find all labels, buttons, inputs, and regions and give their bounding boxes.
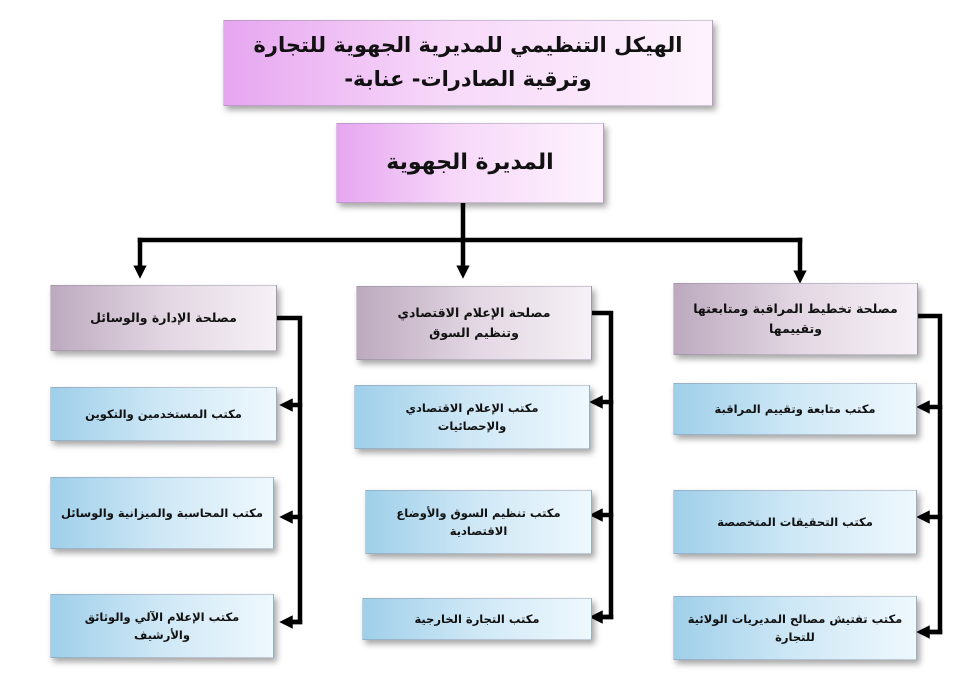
office-label-line-1: مكتب تفتيش مصالح المديريات الولائية bbox=[687, 611, 903, 626]
service-label-line-1: مصلحة الإعلام الاقتصادي bbox=[397, 305, 551, 320]
office-box: مكتب متابعة وتقييم المراقبة bbox=[673, 383, 917, 435]
office-label-line-1: مكتب المستخدمين والتكوين bbox=[85, 406, 242, 421]
office-box: مكتب تنظيم السوق والأوضاع الاقتصادية bbox=[365, 490, 592, 554]
service-label-line-2: وتنظيم السوق bbox=[429, 325, 519, 340]
office-label-line-1: مكتب الإعلام الآلي والوثائق bbox=[84, 609, 240, 624]
office-box: مكتب الإعلام الآلي والوثائق والأرشيف bbox=[50, 594, 274, 658]
office-box: مكتب التجارة الخارجية bbox=[362, 598, 592, 640]
office-label-line-1: مكتب التحقيقات المتخصصة bbox=[717, 514, 873, 529]
office-box: مكتب المحاسبة والميزانية والوسائل bbox=[50, 477, 274, 549]
bracket-right bbox=[915, 313, 943, 635]
office-label-line-2: للتجارة bbox=[775, 630, 815, 644]
service-box-economic-info: مصلحة الإعلام الاقتصادي وتنظيم السوق bbox=[356, 286, 592, 360]
office-label-line-1: مكتب متابعة وتقييم المراقبة bbox=[714, 401, 876, 416]
office-box: مكتب تفتيش مصالح المديريات الولائية للتج… bbox=[673, 596, 917, 660]
office-box: مكتب التحقيقات المتخصصة bbox=[673, 490, 917, 554]
office-label-line-1: مكتب التجارة الخارجية bbox=[414, 611, 540, 626]
service-label-line-2: وتقييمها bbox=[769, 321, 822, 336]
office-label-line-1: مكتب الإعلام الاقتصادي bbox=[405, 400, 539, 415]
bracket-center bbox=[589, 310, 614, 620]
service-box-administration: مصلحة الإدارة والوسائل bbox=[50, 285, 277, 351]
service-box-planning-control: مصلحة تخطيط المراقبة ومتابعتها وتقييمها bbox=[673, 283, 918, 355]
office-box: مكتب المستخدمين والتكوين bbox=[50, 387, 277, 441]
service-label-line-1: مصلحة تخطيط المراقبة ومتابعتها bbox=[693, 301, 898, 316]
directorate-label: المديرة الجهوية bbox=[386, 150, 554, 176]
office-label-line-2: والأرشيف bbox=[134, 628, 190, 642]
office-label-line-1: مكتب المحاسبة والميزانية والوسائل bbox=[61, 505, 263, 520]
bracket-left bbox=[274, 315, 303, 625]
chart-title-line-1: الهيكل التنظيمي للمديرية الجهوية للتجارة bbox=[253, 33, 683, 58]
chart-title-box: الهيكل التنظيمي للمديرية الجهوية للتجارة… bbox=[223, 20, 713, 106]
office-label-line-1: مكتب تنظيم السوق والأوضاع bbox=[396, 505, 561, 520]
directorate-box: المديرة الجهوية bbox=[336, 123, 604, 203]
office-label-line-2: الاقتصادية bbox=[449, 524, 508, 538]
office-label-line-2: والإحصائيات bbox=[437, 419, 507, 433]
office-box: مكتب الإعلام الاقتصادي والإحصائيات bbox=[354, 385, 590, 449]
service-label-line-1: مصلحة الإدارة والوسائل bbox=[90, 310, 237, 325]
chart-title-line-2: وترقية الصادرات- عنابة- bbox=[344, 67, 592, 91]
